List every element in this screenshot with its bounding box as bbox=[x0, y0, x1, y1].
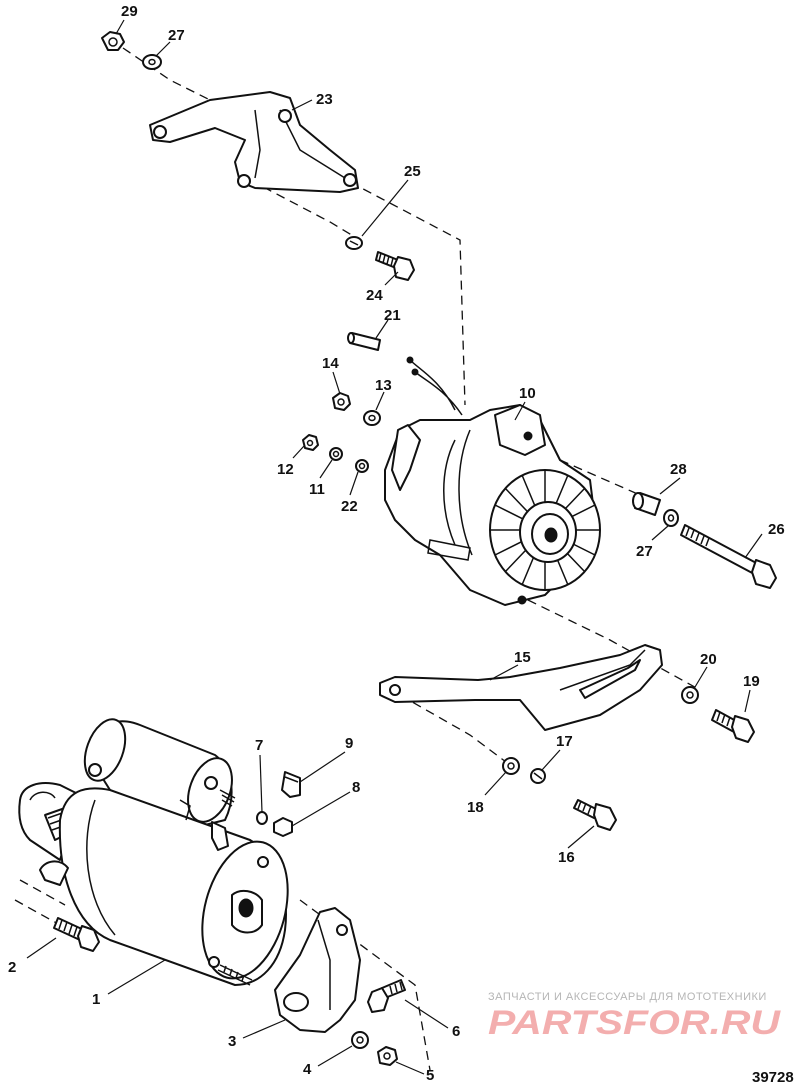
callout-16: 16 bbox=[558, 849, 575, 866]
washer-22 bbox=[355, 459, 369, 473]
callout-27-top: 27 bbox=[168, 27, 185, 44]
bolt-16 bbox=[573, 799, 617, 831]
callout-28: 28 bbox=[670, 461, 687, 478]
callout-5: 5 bbox=[426, 1067, 434, 1084]
washer-11 bbox=[329, 447, 343, 461]
callout-6: 6 bbox=[452, 1023, 460, 1040]
nut-12 bbox=[302, 434, 319, 451]
starter-1 bbox=[18, 718, 289, 986]
washer-4 bbox=[351, 1031, 369, 1049]
callout-14: 14 bbox=[322, 355, 339, 372]
callouts: 29 27 23 25 24 21 14 13 12 11 22 10 28 2… bbox=[8, 3, 785, 1084]
alternator-10 bbox=[384, 356, 601, 606]
callout-23: 23 bbox=[316, 91, 333, 108]
callout-7: 7 bbox=[255, 737, 263, 754]
callout-8: 8 bbox=[352, 779, 360, 796]
nut-29 bbox=[101, 31, 125, 51]
callout-13: 13 bbox=[375, 377, 392, 394]
strap-15 bbox=[379, 644, 663, 731]
bolt-24 bbox=[375, 251, 415, 281]
nut-5 bbox=[377, 1046, 398, 1066]
callout-20: 20 bbox=[700, 651, 717, 668]
callout-21: 21 bbox=[384, 307, 401, 324]
callout-10: 10 bbox=[519, 385, 536, 402]
bracket-3 bbox=[274, 907, 361, 1033]
leader-lines bbox=[26, 19, 763, 1075]
lockwasher-25 bbox=[345, 236, 363, 250]
spacer-28 bbox=[632, 492, 661, 516]
washer-20 bbox=[681, 686, 699, 704]
bolt-26 bbox=[680, 524, 777, 589]
bolt-6 bbox=[367, 979, 406, 1013]
watermark: ЗАПЧАСТИ И АКСЕССУАРЫ ДЛЯ МОТОТЕХНИКИ PA… bbox=[488, 991, 782, 1042]
washer-27-right bbox=[663, 509, 679, 527]
washer-18 bbox=[502, 757, 520, 775]
spacer-21 bbox=[347, 332, 381, 351]
callout-12: 12 bbox=[277, 461, 294, 478]
callout-24: 24 bbox=[366, 287, 383, 304]
callout-2: 2 bbox=[8, 959, 16, 976]
callout-4: 4 bbox=[303, 1061, 312, 1078]
callout-9: 9 bbox=[345, 735, 353, 752]
nut-7 bbox=[256, 811, 268, 825]
callout-17: 17 bbox=[556, 733, 573, 750]
bolt-2 bbox=[53, 917, 100, 952]
callout-3: 3 bbox=[228, 1033, 236, 1050]
callout-27-right: 27 bbox=[636, 543, 653, 560]
callout-25: 25 bbox=[404, 163, 421, 180]
figure-id: 39728 bbox=[752, 1069, 794, 1086]
clip-8 bbox=[273, 817, 293, 837]
callout-1: 1 bbox=[92, 991, 100, 1008]
lockwasher-17 bbox=[530, 768, 546, 784]
callout-26: 26 bbox=[768, 521, 785, 538]
callout-18: 18 bbox=[467, 799, 484, 816]
boot-9 bbox=[281, 771, 301, 798]
stud-starter bbox=[217, 964, 253, 986]
bracket-23 bbox=[149, 91, 359, 193]
callout-11: 11 bbox=[309, 481, 325, 498]
callout-15: 15 bbox=[514, 649, 531, 666]
watermark-logo: PARTSFOR.RU bbox=[488, 1004, 782, 1042]
bolt-19 bbox=[711, 709, 755, 743]
washer-27-top bbox=[142, 54, 162, 70]
callout-22: 22 bbox=[341, 498, 358, 515]
nut-14 bbox=[332, 392, 351, 411]
washer-13 bbox=[363, 410, 381, 426]
callout-19: 19 bbox=[743, 673, 760, 690]
callout-29: 29 bbox=[121, 3, 138, 20]
watermark-caption: ЗАПЧАСТИ И АКСЕССУАРЫ ДЛЯ МОТОТЕХНИКИ bbox=[488, 991, 767, 1003]
